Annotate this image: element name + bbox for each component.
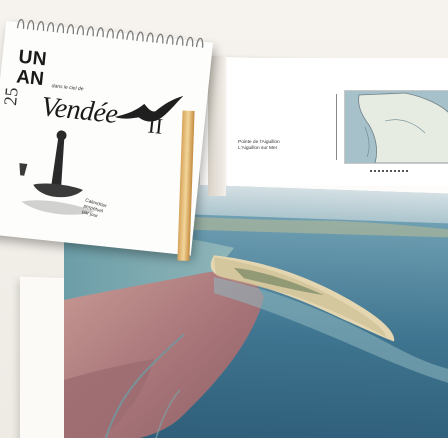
location-map-inset xyxy=(344,90,448,164)
photo-caption: Pointe de l'Aiguillon L'Aiguillon sur Me… xyxy=(238,140,318,152)
caption-divider xyxy=(336,94,337,160)
caption-line-2: L'Aiguillon sur Mer xyxy=(238,146,278,151)
lighthouse-silhouette-icon xyxy=(19,130,95,215)
aerial-coast-photo xyxy=(64,180,448,438)
bird-icon xyxy=(114,95,184,122)
spiral-binding xyxy=(16,18,204,48)
map-scale-bar xyxy=(370,170,410,172)
calendar-spine xyxy=(208,56,226,196)
calendar-cover: UN AN dans le ciel de Vendée II 25 Calen… xyxy=(0,18,227,265)
caption-line-1: Pointe de l'Aiguillon xyxy=(238,140,280,145)
cover-side-number: 25 xyxy=(0,86,22,107)
